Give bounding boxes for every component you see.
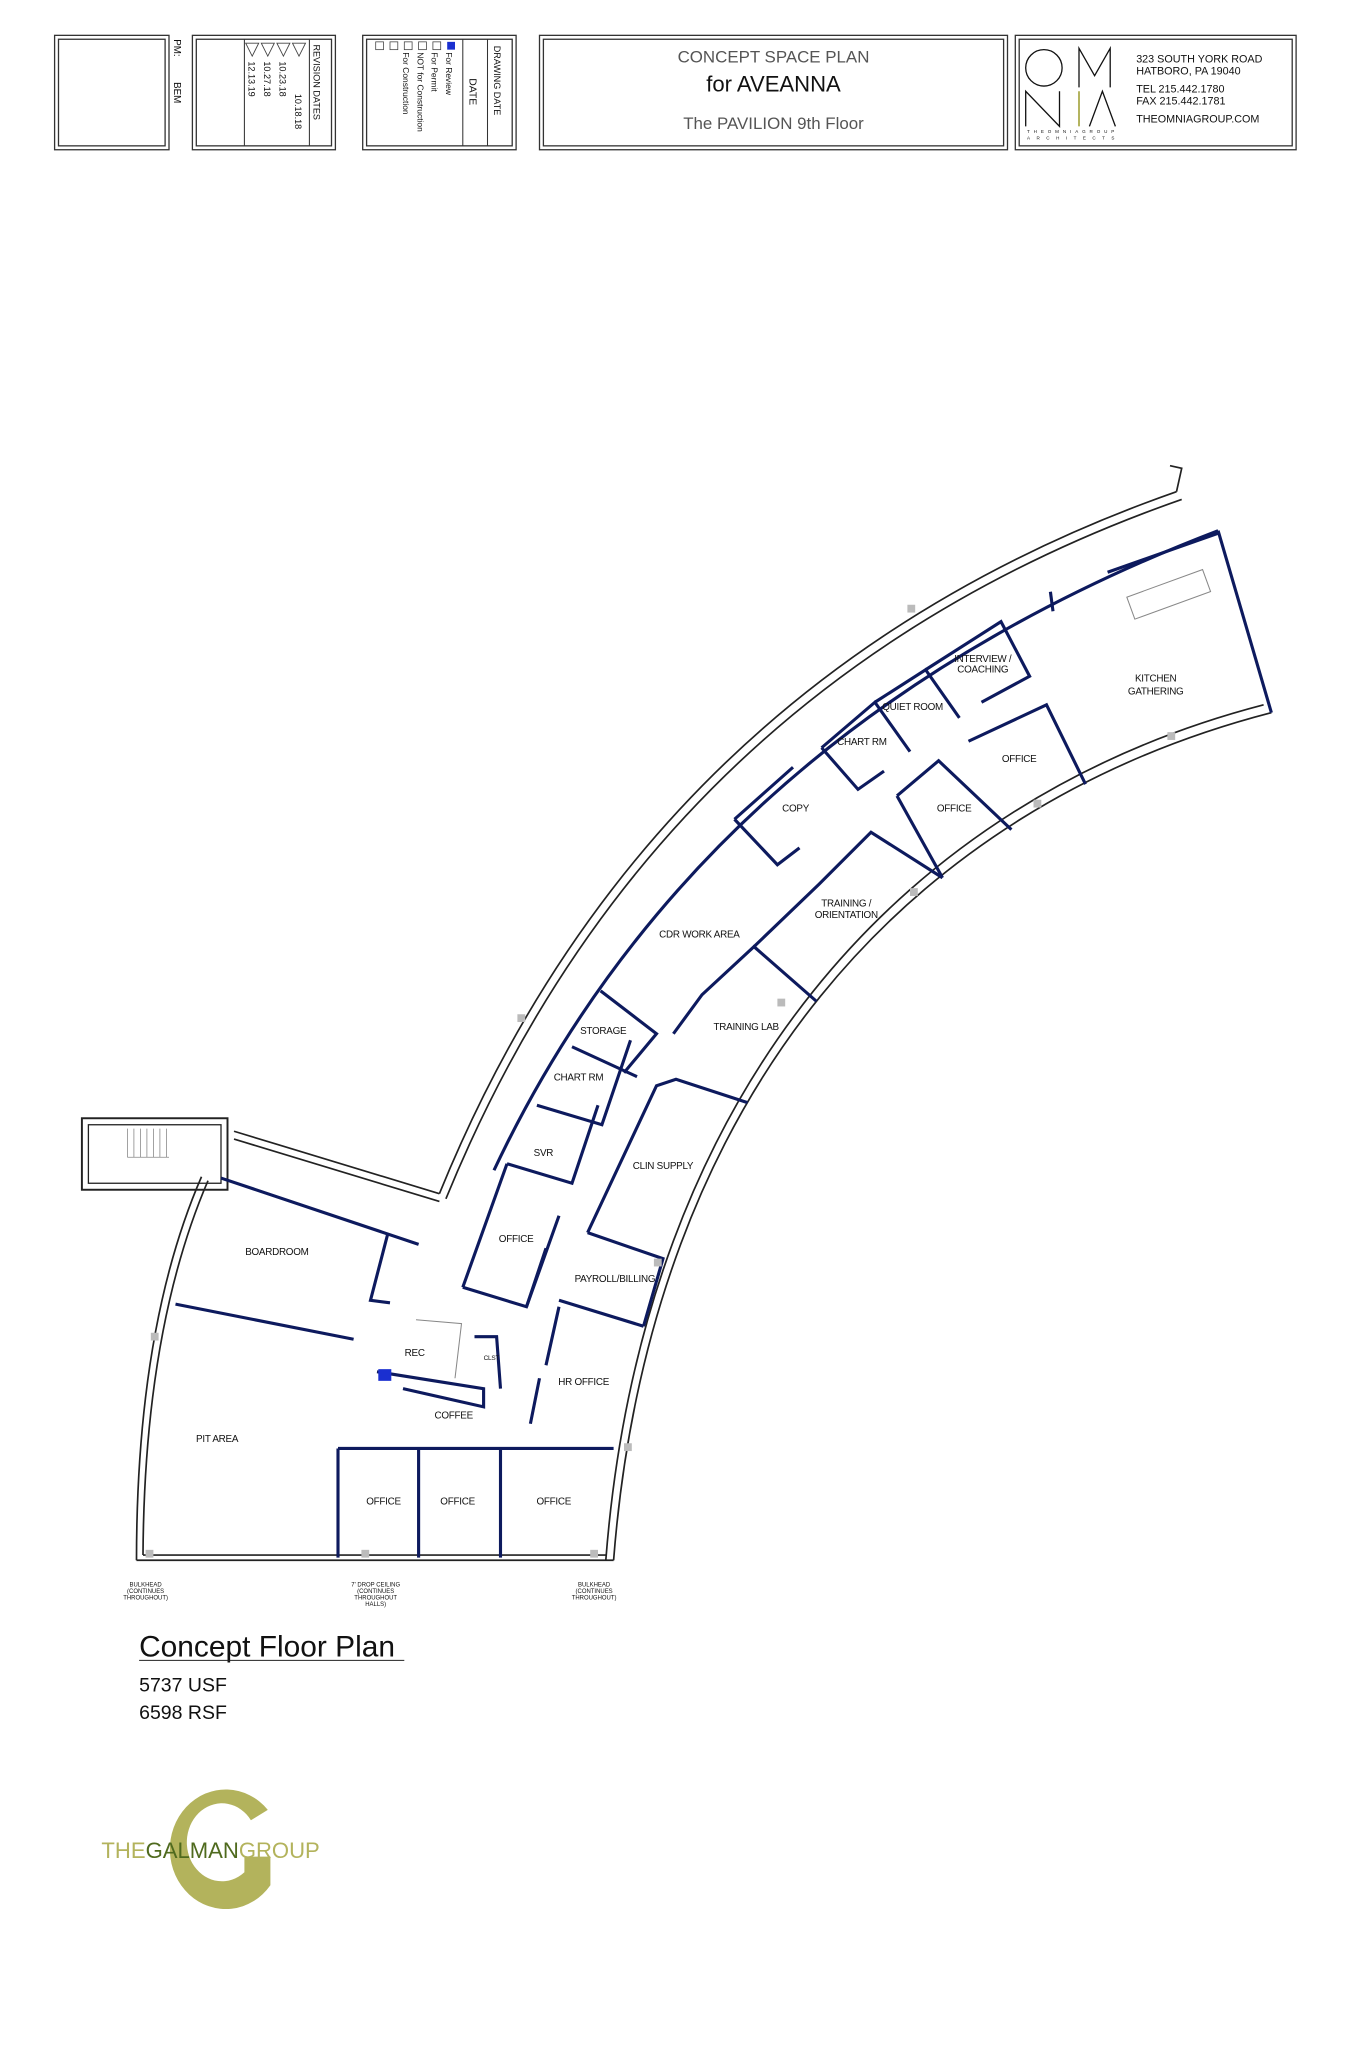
- exterior-wall-left: [135, 1176, 203, 1561]
- revision-date: 12.13.19: [246, 61, 256, 96]
- checkbox-blank[interactable]: [389, 41, 399, 51]
- address-line-2: HATBORO, PA 19040: [1136, 65, 1240, 77]
- stair: [80, 1117, 229, 1191]
- status-label: For Permit: [430, 52, 440, 92]
- room-label-office: OFFICE: [499, 1234, 534, 1245]
- room-label-chart-rm: CHART RM: [554, 1073, 604, 1084]
- revision-date: 10.18.18: [293, 94, 303, 129]
- logo-text: THEGALMANGROUP: [101, 1838, 319, 1863]
- checkbox-for-permit[interactable]: [432, 41, 442, 51]
- note-drop-ceiling: (CONTINUES: [357, 1589, 394, 1595]
- checkbox-for-review[interactable]: [447, 41, 455, 50]
- room-label-hr-office: HR OFFICE: [558, 1377, 609, 1388]
- room-label-kitchen: GATHERING: [1128, 686, 1184, 697]
- pm-box: PM: BEM: [53, 34, 182, 151]
- room-label-office: OFFICE: [537, 1496, 572, 1507]
- room-label-training: TRAINING /: [821, 898, 872, 909]
- room-label-copy: COPY: [782, 803, 810, 814]
- status-label: NOT for Construction: [415, 52, 425, 132]
- room-label-coffee: COFFEE: [434, 1411, 473, 1422]
- plan-notes: BULKHEAD (CONTINUES THROUGHOUT) 7' DROP …: [123, 1582, 616, 1608]
- room-label-office: OFFICE: [366, 1496, 401, 1507]
- checkbox-not-for-construction[interactable]: [418, 41, 427, 51]
- note-bulkhead-left: THROUGHOUT): [123, 1595, 168, 1601]
- usf-value: 5737 USF: [139, 1675, 227, 1697]
- room-label-payroll: PAYROLL/BILLING: [575, 1274, 656, 1285]
- exterior-wall-inner-curve: [612, 711, 1272, 1561]
- note-bulkhead-right: (CONTINUES: [576, 1589, 613, 1595]
- room-label-storage: STORAGE: [580, 1026, 627, 1037]
- columns: [145, 604, 1176, 1558]
- checkbox-for-construction[interactable]: [403, 41, 413, 51]
- floor-plan: KITCHEN GATHERING INTERVIEW / COACHING Q…: [80, 464, 1273, 1608]
- note-drop-ceiling: 7' DROP CEILING: [351, 1582, 400, 1588]
- revision-box: REVISION DATES 10.18.18 10.23.18 10.27.1…: [191, 34, 337, 151]
- note-bulkhead-right: THROUGHOUT): [572, 1595, 617, 1601]
- title-block: PM: BEM REVISION DATES 10.18.18 10.23.18…: [53, 34, 1297, 151]
- room-label-svr: SVR: [534, 1148, 554, 1159]
- status-label: For Construction: [401, 52, 411, 115]
- room-label-office: OFFICE: [1002, 754, 1037, 765]
- revision-date: 10.23.18: [278, 61, 288, 96]
- room-label-kitchen: KITCHEN: [1135, 673, 1177, 684]
- room-label-office: OFFICE: [440, 1496, 475, 1507]
- room-label-cdr-work-area: CDR WORK AREA: [659, 930, 740, 941]
- note-drop-ceiling: THROUGHOUT: [354, 1595, 397, 1601]
- status-label: For Review: [444, 52, 454, 96]
- room-label-office: OFFICE: [937, 803, 972, 814]
- room-label-boardroom: BOARDROOM: [245, 1247, 308, 1258]
- checkbox-blank[interactable]: [375, 41, 384, 51]
- project-line-2: for AVEANNA: [706, 71, 841, 96]
- room-labels: KITCHEN GATHERING INTERVIEW / COACHING Q…: [196, 654, 1184, 1507]
- room-label-interview: INTERVIEW /: [954, 654, 1012, 665]
- revision-date: 10.27.18: [262, 61, 272, 96]
- interior-walls: [175, 529, 1273, 1558]
- note-bulkhead-right: BULKHEAD: [578, 1582, 611, 1588]
- omnia-logo-sub2: ARCHITECTS: [1027, 135, 1121, 140]
- drawing-date-label: DRAWING DATE: [492, 46, 502, 116]
- plan-caption: Concept Floor Plan 5737 USF 6598 RSF: [139, 1630, 405, 1724]
- feature-wall: [1107, 531, 1219, 574]
- pm-label: PM:: [171, 39, 182, 56]
- plan-title: Concept Floor Plan: [139, 1630, 395, 1663]
- room-label-rec: REC: [405, 1348, 425, 1359]
- telephone: TEL 215.442.1780: [1136, 84, 1224, 96]
- website[interactable]: THEOMNIAGROUP.COM: [1136, 113, 1259, 125]
- note-bulkhead-left: (CONTINUES: [127, 1589, 164, 1595]
- revision-header: REVISION DATES: [311, 44, 321, 120]
- room-label-chart-rm: CHART RM: [837, 737, 887, 748]
- address-line-1: 323 SOUTH YORK ROAD: [1136, 54, 1262, 66]
- exterior-wall-outer-curve: [438, 490, 1177, 1194]
- architect-box: THEOMNIAGROUP ARCHITECTS 323 SOUTH YORK …: [1014, 34, 1297, 151]
- room-label-training-lab: TRAINING LAB: [714, 1022, 780, 1033]
- project-line-1: CONCEPT SPACE PLAN: [678, 48, 870, 67]
- note-drop-ceiling: HALLS): [365, 1602, 386, 1608]
- room-label-interview: COACHING: [957, 664, 1008, 675]
- rsf-value: 6598 RSF: [139, 1702, 227, 1724]
- room-label-clst: CLST: [484, 1355, 500, 1362]
- galman-group-logo: THEGALMANGROUP: [101, 1789, 320, 1910]
- status-box: DRAWING DATE DATE For Review For Permit …: [362, 34, 517, 151]
- date-label: DATE: [466, 78, 477, 105]
- omnia-logo-sub1: THEOMNIAGROUP: [1027, 129, 1118, 134]
- omnia-logo: [1025, 45, 1117, 128]
- project-line-3: The PAVILION 9th Floor: [683, 114, 864, 133]
- room-label-pit-area: PIT AREA: [196, 1434, 239, 1445]
- pm-value: BEM: [171, 82, 182, 103]
- note-bulkhead-left: BULKHEAD: [130, 1582, 163, 1588]
- room-label-clin-supply: CLIN SUPPLY: [633, 1161, 694, 1172]
- project-title-box: CONCEPT SPACE PLAN for AVEANNA The PAVIL…: [538, 34, 1009, 151]
- fax: FAX 215.442.1781: [1136, 95, 1225, 107]
- room-label-quiet-room: QUIET ROOM: [882, 702, 943, 713]
- room-label-training: ORIENTATION: [815, 910, 878, 921]
